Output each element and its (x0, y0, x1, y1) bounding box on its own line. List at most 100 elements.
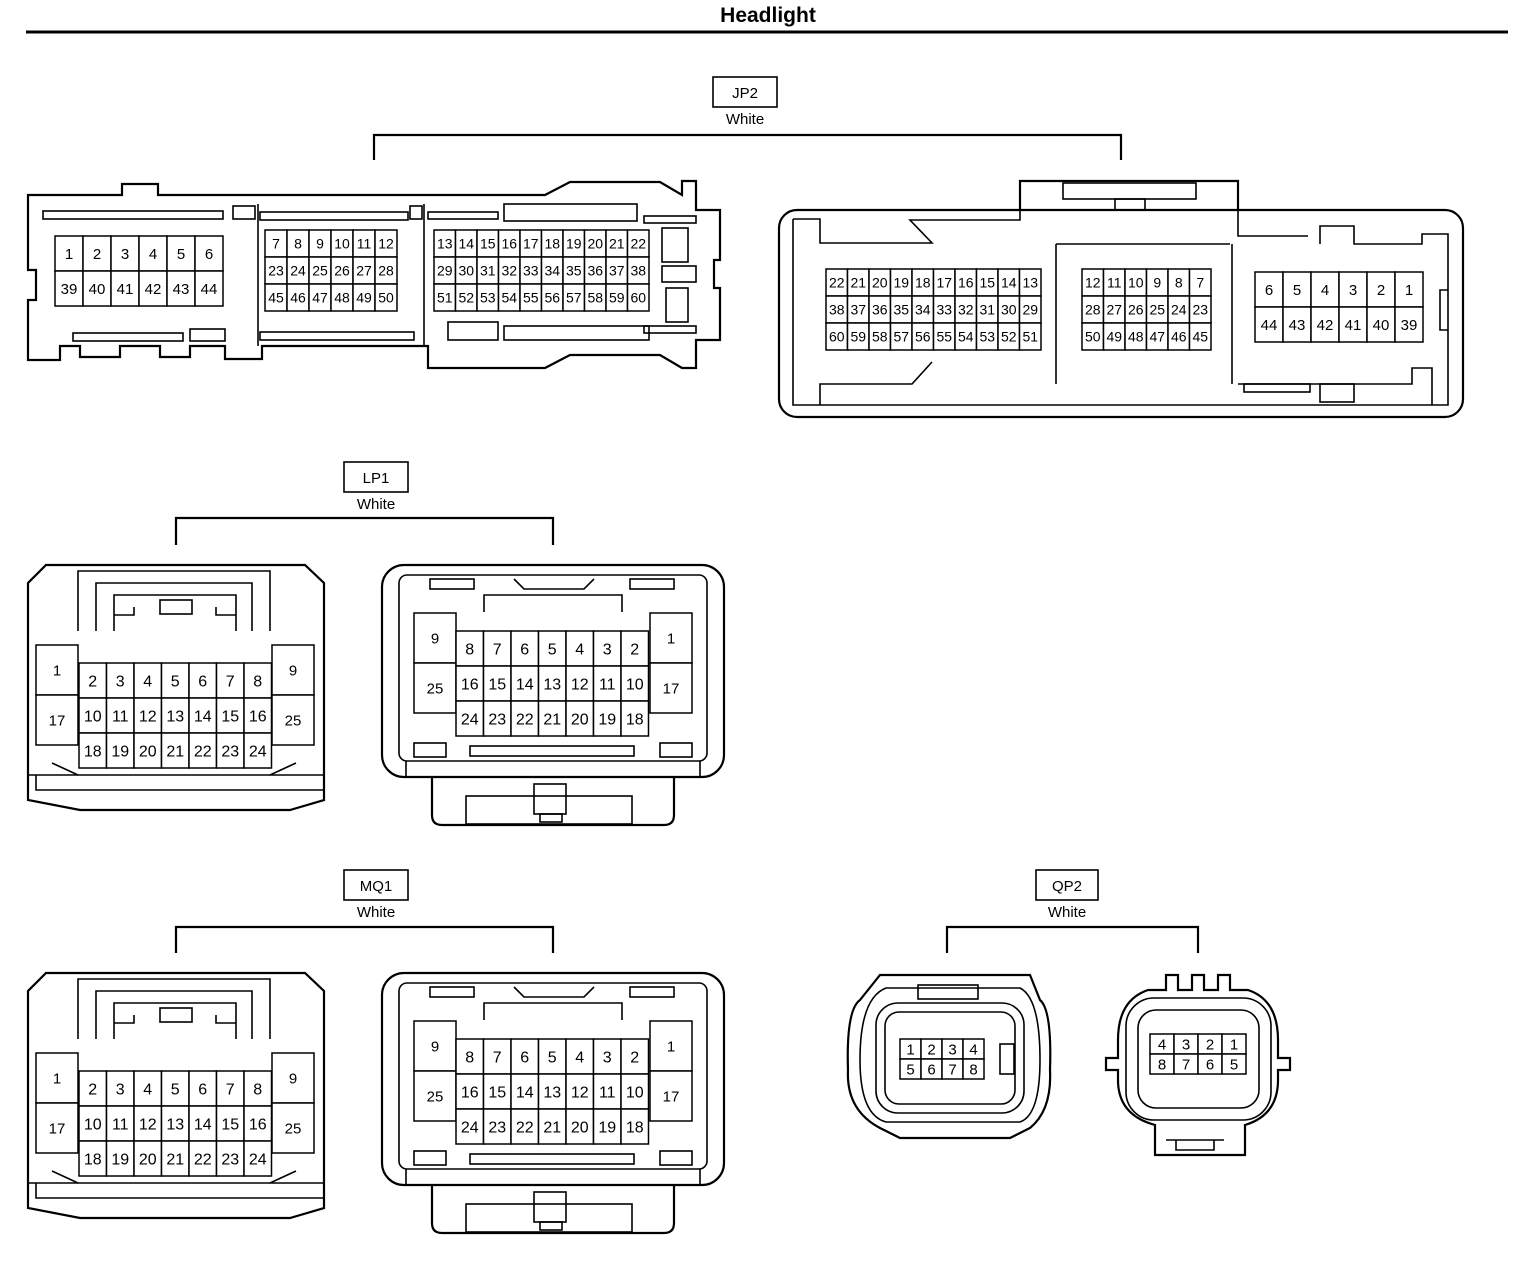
pin-cell (133, 1105, 163, 1142)
pin-number: 24 (461, 1119, 479, 1136)
pin-number: 58 (872, 329, 888, 345)
pin-number: 8 (465, 1049, 474, 1066)
pin-cell (1282, 271, 1312, 308)
pin-number: 26 (334, 263, 350, 279)
pin-number: 52 (1001, 329, 1017, 345)
pin-cell (215, 697, 245, 734)
pin-number: 5 (171, 673, 180, 690)
pin-number: 48 (334, 290, 350, 306)
pin-number: 12 (1085, 275, 1101, 291)
pin-number: 43 (1289, 317, 1306, 334)
pin-number: 2 (88, 1081, 97, 1098)
pin-number: 29 (437, 263, 453, 279)
pin-cell (271, 694, 315, 746)
pin-cell (620, 1038, 650, 1075)
pin-number: 2 (88, 673, 97, 690)
pin-number: 33 (936, 302, 952, 318)
pin-cell (592, 700, 622, 737)
pin-number: 17 (523, 236, 539, 252)
pin-number: 19 (893, 275, 909, 291)
pin-number: 19 (111, 1151, 129, 1168)
bracket-jp2 (372, 133, 1123, 160)
pin-number: 1 (906, 1041, 914, 1058)
pin-number: 20 (872, 275, 888, 291)
pin-cell (133, 1140, 163, 1177)
pin-number: 18 (626, 1119, 644, 1136)
pin-number: 54 (501, 290, 517, 306)
pin-cell (1394, 306, 1424, 343)
pin-cell (166, 235, 196, 272)
pin-cell (243, 1070, 273, 1107)
pin-cell (649, 1070, 693, 1122)
connector-color: White (726, 111, 764, 128)
pin-number: 17 (663, 1088, 680, 1105)
pin-number: 48 (1128, 329, 1144, 345)
pin-number: 11 (599, 1084, 616, 1101)
pin-cell (620, 630, 650, 667)
connector-label-jp2: JP2 White (712, 76, 778, 128)
pin-number: 9 (289, 662, 297, 679)
pin-number: 7 (493, 1049, 502, 1066)
pin-number: 2 (1206, 1036, 1214, 1053)
pin-cell (105, 697, 135, 734)
pin-cell (1366, 306, 1396, 343)
pin-number: 52 (458, 290, 474, 306)
pin-number: 51 (437, 290, 453, 306)
pin-cell (160, 732, 190, 769)
pin-cell (510, 665, 540, 702)
pin-number: 5 (906, 1061, 914, 1078)
pin-number: 13 (543, 676, 561, 693)
pin-number: 16 (249, 1116, 267, 1133)
pin-number: 39 (1401, 317, 1418, 334)
pin-number: 15 (221, 1116, 239, 1133)
pin-number: 18 (84, 743, 102, 760)
pin-cell (620, 700, 650, 737)
pin-number: 27 (356, 263, 372, 279)
pin-number: 10 (626, 1084, 644, 1101)
pin-number: 8 (969, 1061, 977, 1078)
pin-number: 21 (543, 1119, 561, 1136)
connector-label-lp1: LP1 White (343, 461, 409, 513)
pin-number: 13 (543, 1084, 561, 1101)
pin-number: 14 (516, 676, 534, 693)
pin-cell (105, 1070, 135, 1107)
pin-cell (35, 694, 79, 746)
pin-number: 50 (1085, 329, 1101, 345)
pin-cell (160, 662, 190, 699)
pin-cell (78, 662, 108, 699)
pin-number: 11 (599, 676, 616, 693)
pin-number: 13 (1022, 275, 1038, 291)
pin-number: 4 (1321, 282, 1329, 299)
pin-cell (510, 630, 540, 667)
pin-number: 24 (290, 263, 306, 279)
pin-number: 57 (566, 290, 582, 306)
pin-cell (649, 662, 693, 714)
pin-number: 6 (520, 1049, 529, 1066)
pin-number: 5 (548, 641, 557, 658)
pin-number: 59 (609, 290, 625, 306)
pin-number: 3 (116, 673, 125, 690)
pin-cell (510, 1038, 540, 1075)
pin-number: 8 (1175, 275, 1183, 291)
pin-number: 25 (1149, 302, 1165, 318)
pin-number: 30 (458, 263, 474, 279)
pin-number: 9 (289, 1070, 297, 1087)
pin-cell (1188, 322, 1212, 351)
pin-number: 21 (166, 743, 184, 760)
pin-number: 14 (194, 1116, 212, 1133)
pin-number: 4 (143, 1081, 152, 1098)
pin-number: 10 (84, 1116, 102, 1133)
pin-number: 9 (431, 630, 439, 647)
pin-cell (82, 270, 112, 307)
pin-cell (1221, 1053, 1247, 1075)
pin-number: 23 (221, 743, 239, 760)
pin-number: 14 (516, 1084, 534, 1101)
pin-cell (1254, 271, 1284, 308)
pin-number: 2 (93, 246, 101, 263)
